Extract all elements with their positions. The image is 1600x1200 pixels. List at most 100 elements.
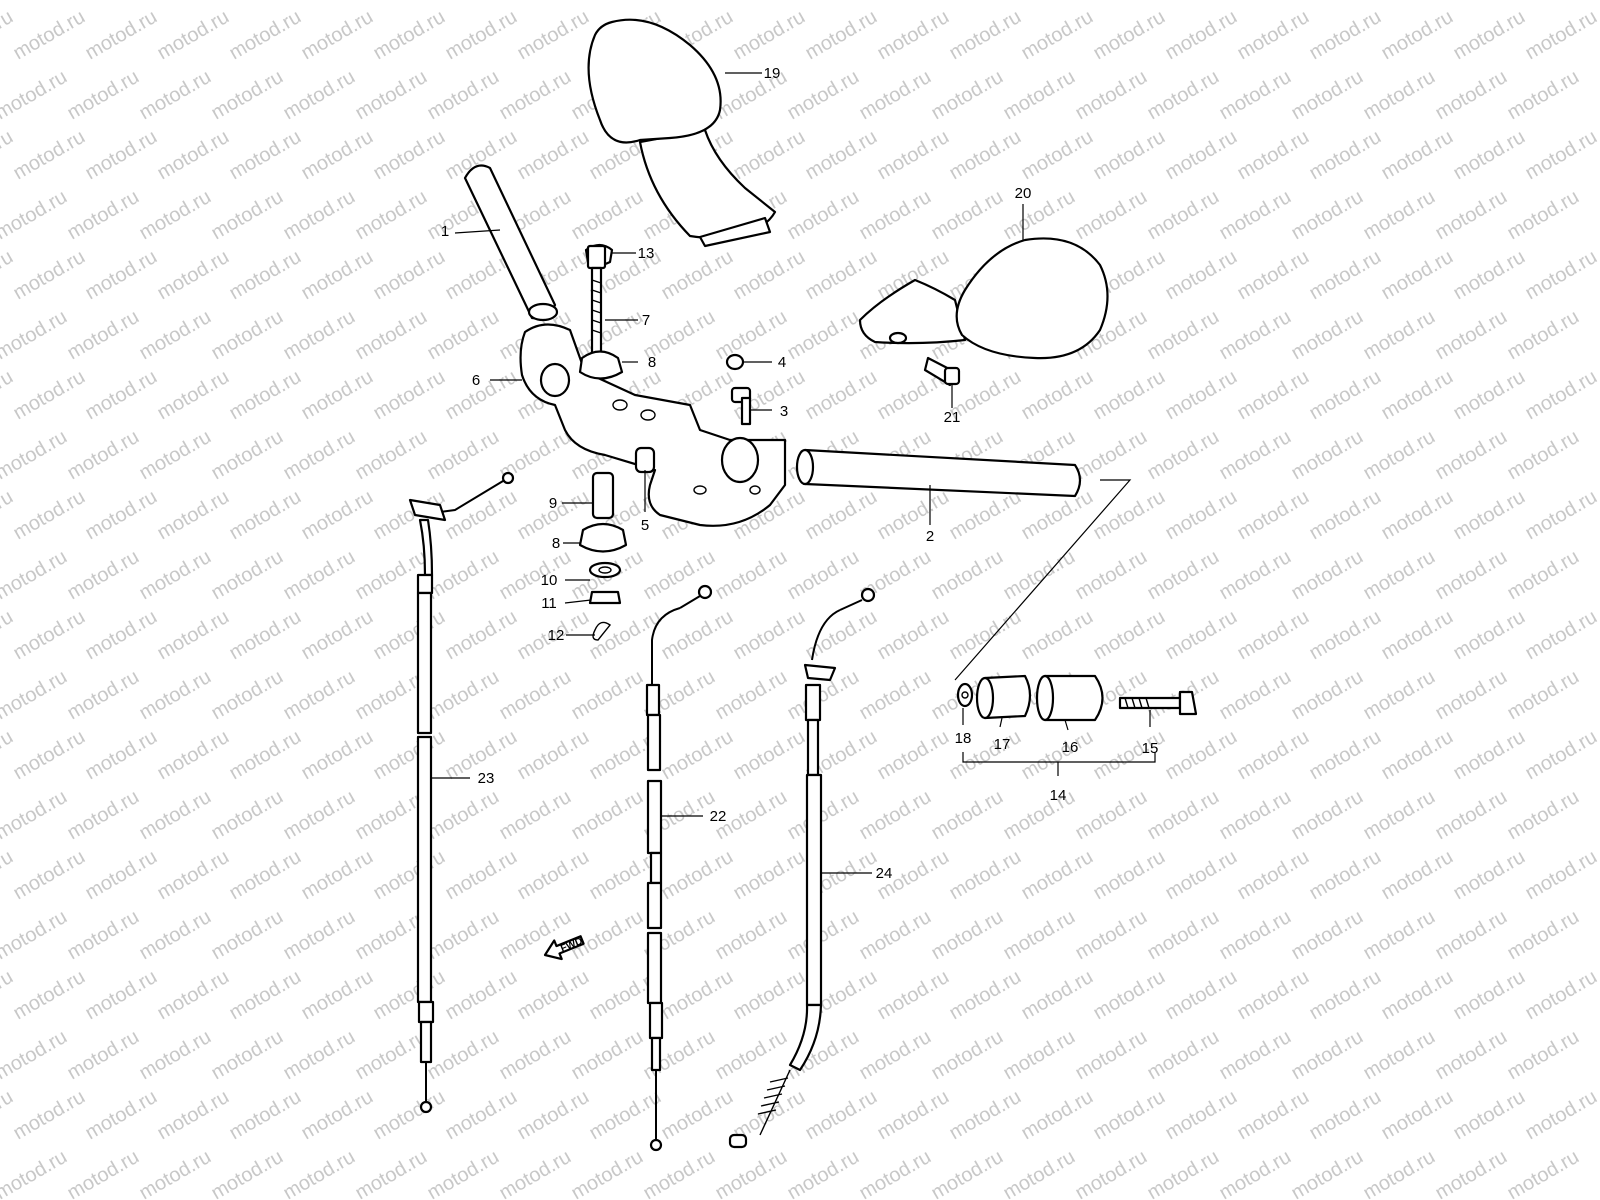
watermark-text: motod.ru bbox=[874, 726, 953, 785]
watermark-text: motod.ru bbox=[280, 426, 359, 485]
watermark-text: motod.ru bbox=[1234, 486, 1313, 545]
watermark-text: motod.ru bbox=[1504, 186, 1583, 245]
watermark-text: motod.ru bbox=[640, 1146, 719, 1200]
watermark-text: motod.ru bbox=[370, 1086, 449, 1145]
watermark-text: motod.ru bbox=[442, 966, 521, 1025]
watermark-text: motod.ru bbox=[10, 366, 89, 425]
watermark-text: motod.ru bbox=[352, 1026, 431, 1085]
watermark-text: motod.ru bbox=[1162, 366, 1241, 425]
watermark-text: motod.ru bbox=[1504, 906, 1583, 965]
watermark-text: motod.ru bbox=[1378, 1086, 1457, 1145]
callout-21: 21 bbox=[944, 409, 961, 426]
callout-8b: 8 bbox=[552, 535, 560, 552]
watermark-text: motod.ru bbox=[928, 66, 1007, 125]
watermark-text: motod.ru bbox=[1216, 1146, 1295, 1200]
watermark-text: motod.ru bbox=[10, 6, 89, 65]
watermark-text: motod.ru bbox=[1504, 546, 1583, 605]
watermark-text: motod.ru bbox=[154, 966, 233, 1025]
watermark-text: motod.ru bbox=[0, 786, 71, 845]
watermark-text: motod.ru bbox=[1216, 546, 1295, 605]
watermark-text: motod.ru bbox=[856, 186, 935, 245]
watermark-text: motod.ru bbox=[1378, 246, 1457, 305]
watermark-text: motod.ru bbox=[1288, 66, 1367, 125]
watermark-text: motod.ru bbox=[1288, 1026, 1367, 1085]
watermark-text: motod.ru bbox=[0, 906, 71, 965]
watermark-text: motod.ru bbox=[1234, 846, 1313, 905]
watermark-text: motod.ru bbox=[946, 1086, 1025, 1145]
watermark-text: motod.ru bbox=[136, 1026, 215, 1085]
bar-end-weight-set bbox=[956, 674, 1198, 722]
watermark-text: motod.ru bbox=[874, 966, 953, 1025]
watermark-text: motod.ru bbox=[1522, 126, 1600, 185]
callout-14: 14 bbox=[1050, 787, 1067, 804]
callout-3: 3 bbox=[780, 403, 788, 420]
callout-10: 10 bbox=[541, 572, 558, 589]
watermark-text: motod.ru bbox=[136, 186, 215, 245]
watermark-text: motod.ru bbox=[280, 186, 359, 245]
watermark-text: motod.ru bbox=[352, 426, 431, 485]
watermark-text: motod.ru bbox=[1144, 186, 1223, 245]
watermark-text: motod.ru bbox=[784, 186, 863, 245]
watermark-text: motod.ru bbox=[136, 906, 215, 965]
watermark-text: motod.ru bbox=[1144, 546, 1223, 605]
watermark-text: motod.ru bbox=[1234, 726, 1313, 785]
watermark-text: motod.ru bbox=[1450, 966, 1529, 1025]
watermark-text: motod.ru bbox=[442, 846, 521, 905]
watermark-text: motod.ru bbox=[370, 6, 449, 65]
watermark-text: motod.ru bbox=[352, 66, 431, 125]
watermark-text: motod.ru bbox=[424, 546, 503, 605]
washer bbox=[588, 561, 622, 579]
watermark-text: motod.ru bbox=[424, 306, 503, 365]
watermark-text: motod.ru bbox=[298, 1086, 377, 1145]
watermark-text: motod.ru bbox=[10, 846, 89, 905]
watermark-text: motod.ru bbox=[1450, 486, 1529, 545]
watermark-text: motod.ru bbox=[136, 306, 215, 365]
watermark-text: motod.ru bbox=[730, 126, 809, 185]
watermark-text: motod.ru bbox=[208, 786, 287, 845]
watermark-text: motod.ru bbox=[0, 666, 71, 725]
watermark-text: motod.ru bbox=[424, 426, 503, 485]
collar bbox=[634, 446, 656, 474]
watermark-text: motod.ru bbox=[586, 1086, 665, 1145]
watermark-text: motod.ru bbox=[1234, 966, 1313, 1025]
watermark-text: motod.ru bbox=[1522, 846, 1600, 905]
watermark-text: motod.ru bbox=[82, 6, 161, 65]
watermark-text: motod.ru bbox=[1306, 246, 1385, 305]
watermark-text: motod.ru bbox=[1360, 1146, 1439, 1200]
watermark-text: motod.ru bbox=[226, 606, 305, 665]
callout-17: 17 bbox=[994, 736, 1011, 753]
watermark-text: motod.ru bbox=[1144, 426, 1223, 485]
watermark-text: motod.ru bbox=[1234, 606, 1313, 665]
watermark-text: motod.ru bbox=[82, 246, 161, 305]
watermark-text: motod.ru bbox=[10, 726, 89, 785]
watermark-text: motod.ru bbox=[730, 606, 809, 665]
watermark-text: motod.ru bbox=[1432, 426, 1511, 485]
watermark-text: motod.ru bbox=[442, 366, 521, 425]
watermark-text: motod.ru bbox=[298, 246, 377, 305]
watermark-text: motod.ru bbox=[1018, 1086, 1097, 1145]
watermark-text: motod.ru bbox=[1162, 126, 1241, 185]
watermark-text: motod.ru bbox=[208, 186, 287, 245]
watermark-text: motod.ru bbox=[208, 906, 287, 965]
watermark-text: motod.ru bbox=[802, 6, 881, 65]
watermark-text: motod.ru bbox=[1216, 66, 1295, 125]
watermark-text: motod.ru bbox=[1306, 126, 1385, 185]
watermark-text: motod.ru bbox=[82, 486, 161, 545]
callout-11: 11 bbox=[541, 595, 557, 612]
watermark-text: motod.ru bbox=[1504, 1146, 1583, 1200]
watermark-text: motod.ru bbox=[1072, 1146, 1151, 1200]
watermark-text: motod.ru bbox=[928, 786, 1007, 845]
watermark-text: motod.ru bbox=[1306, 6, 1385, 65]
watermark-text: motod.ru bbox=[82, 726, 161, 785]
watermark-text: motod.ru bbox=[154, 6, 233, 65]
watermark-text: motod.ru bbox=[730, 726, 809, 785]
watermark-text: motod.ru bbox=[64, 546, 143, 605]
watermark-text: motod.ru bbox=[658, 726, 737, 785]
watermark-text: motod.ru bbox=[1234, 366, 1313, 425]
watermark-text: motod.ru bbox=[802, 1086, 881, 1145]
cushion-top bbox=[578, 350, 624, 380]
watermark-text: motod.ru bbox=[1216, 426, 1295, 485]
watermark-text: motod.ru bbox=[82, 1086, 161, 1145]
watermark-text: motod.ru bbox=[0, 1026, 71, 1085]
cushion-bottom bbox=[578, 522, 628, 553]
